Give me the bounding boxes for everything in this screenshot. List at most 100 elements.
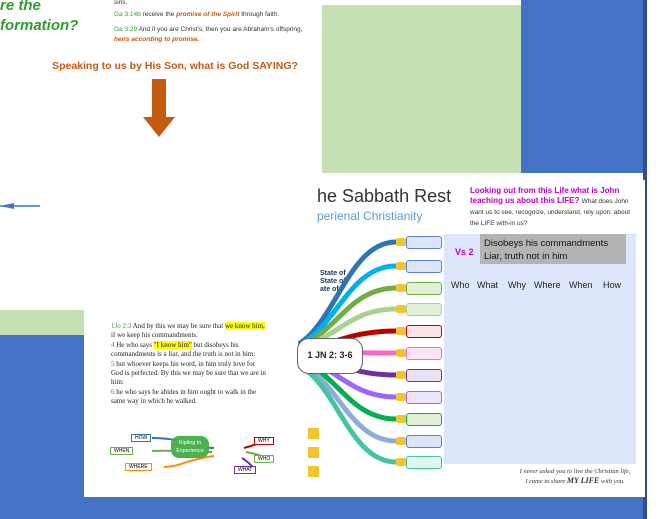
scripture-l3b: but disobeys his: [193, 340, 239, 349]
scripture-l9: same way in which he walked.: [111, 397, 197, 406]
sticky-note-icon: [308, 466, 319, 477]
branch-box-7[interactable]: [406, 369, 442, 382]
mini-node-when: WHEN: [110, 447, 134, 455]
state-line-2: State of: [320, 278, 346, 285]
note-icon: [396, 238, 406, 246]
branch-box-3[interactable]: [406, 282, 442, 295]
vs-text-2: Liar, truth not in him: [484, 251, 568, 262]
verse2-ref: Ga 3:29: [114, 26, 138, 33]
footer-line-2: I came to share MY LIFE with you.: [510, 476, 640, 486]
down-arrow-icon: [143, 79, 175, 137]
verse2-text: And if you are Christ's, then you are Ab…: [138, 26, 303, 33]
state-line-1: State of: [320, 270, 346, 277]
scripture-l3a: He who says: [116, 340, 153, 349]
questions-panel: [444, 234, 636, 464]
scripture-l4: commandments is a liar, and the truth is…: [111, 350, 256, 359]
mini-node-what: WHAT: [234, 466, 257, 474]
verse1-ref: Ga 3:14b: [114, 11, 141, 18]
note-icon: [396, 349, 406, 357]
branch-box-1[interactable]: [406, 236, 442, 249]
scripture-slide: 1Jo 2:3 And by this we may be sure that …: [84, 305, 298, 497]
scripture-text: 1Jo 2:3 And by this we may be sure that …: [111, 322, 296, 407]
mini-map-center: Kipling in Experience: [171, 436, 209, 458]
blue-panel-top-right: [521, 0, 643, 173]
note-icon: [396, 327, 406, 335]
footer-line-1: I never asked you to live the Christian …: [519, 468, 631, 475]
note-icon: [396, 284, 406, 292]
note-icon: [396, 437, 406, 445]
verse1-b: through faith.: [241, 11, 280, 18]
scripture-l2: if we keep his commandments.: [111, 331, 198, 340]
scripture-l8: 6 he who says he abides in him ought to …: [111, 388, 296, 397]
look-out-text: Looking out from this Life what is John …: [470, 186, 640, 229]
question-who: Who: [451, 280, 470, 290]
branch-box-8[interactable]: [406, 391, 442, 404]
branch-box-11[interactable]: [406, 456, 442, 469]
question-how: How: [603, 280, 622, 290]
vs-text-1: Disobeys his commandments: [484, 238, 609, 249]
vs-label: Vs 2: [455, 247, 474, 257]
verse-num-6: 6: [111, 387, 115, 396]
branch-box-9[interactable]: [406, 413, 442, 426]
state-lines: State of State of ate of: [320, 270, 346, 294]
scripture-l3: 4 He who says "I know him" but disobeys …: [111, 340, 296, 350]
question-what: What: [477, 280, 499, 290]
verse-num-4: 4: [111, 340, 115, 349]
question-why: Why: [508, 280, 526, 290]
mini-node-where: WHERE: [125, 463, 152, 471]
look-title: Looking out from this Life what is John …: [470, 186, 620, 205]
verse1-a: receive the: [142, 11, 175, 18]
verse2-emph: heirs according to promise.: [114, 36, 200, 43]
mini-node-who: WHO: [254, 455, 275, 463]
question-where: Where: [534, 280, 561, 290]
central-node[interactable]: 1 JN 2: 3-6: [297, 338, 363, 374]
blue-panel-edge: [643, 173, 647, 519]
green-panel-top-right: [322, 5, 521, 173]
verse-num-5: 5: [111, 359, 115, 368]
note-icon: [396, 371, 406, 379]
scripture-l5-text: but whoever keeps his word, in him truly…: [116, 359, 256, 368]
verse-line0: sins.: [114, 0, 128, 6]
slide-subtitle: perienal Christianity: [317, 209, 423, 223]
green-panel-left: [0, 310, 96, 335]
look-body: What does John want us to see, recognize…: [470, 198, 631, 227]
mini-node-why: WHY: [254, 437, 274, 445]
footer-2c: with you.: [600, 478, 625, 485]
note-icon: [396, 262, 406, 270]
note-icon: [396, 458, 406, 466]
slide-shadow-top-right: [643, 0, 647, 173]
scripture-l5: 5 but whoever keeps his word, in him tru…: [111, 360, 296, 369]
verse-line1: Ga 3:14b receive the promise of the Spir…: [114, 10, 319, 20]
footer-2a: I came to share: [525, 478, 566, 485]
scripture-l1hl: we know him,: [224, 322, 265, 330]
scripture-ref: 1Jo 2:3: [111, 322, 132, 330]
arrow-head-icon: [0, 203, 40, 209]
branch-box-4[interactable]: [406, 303, 442, 316]
scripture-l1a: And by this we may be sure that: [132, 322, 224, 330]
scripture-l6: God is perfected. By this we may be sure…: [111, 369, 266, 378]
footer-quote: I never asked you to live the Christian …: [510, 467, 640, 486]
footer-2b: MY LIFE: [566, 476, 600, 485]
vs-note: Disobeys his commandments Liar, truth no…: [480, 234, 626, 264]
note-icon: [396, 393, 406, 401]
verse1-emph: promise of the Spirit: [176, 11, 240, 18]
scripture-l8-text: he who says he abides in him ought to wa…: [116, 387, 257, 396]
branch-box-10[interactable]: [406, 435, 442, 448]
branch-box-6[interactable]: [406, 347, 442, 360]
state-line-3: ate of: [320, 286, 339, 293]
slide-title: he Sabbath Rest: [317, 186, 452, 206]
verse-block: sins. Ga 3:14b receive the promise of th…: [114, 0, 319, 45]
heading-fragment: re the formation?: [0, 0, 79, 34]
scripture-l7: him:: [111, 378, 124, 387]
god-saying-question: Speaking to us by His Son, what is God S…: [52, 60, 298, 72]
scripture-l1: 1Jo 2:3 And by this we may be sure that …: [111, 322, 296, 331]
branch-box-2[interactable]: [406, 260, 442, 273]
question-when: When: [569, 280, 593, 290]
note-icon: [396, 305, 406, 313]
sticky-note-icon: [308, 428, 319, 439]
mini-node-how: HOW: [131, 434, 152, 442]
verse-line2: Ga 3:29 And if you are Christ's, then yo…: [114, 25, 319, 35]
branch-box-5[interactable]: [406, 325, 442, 338]
scripture-l3hl: "I know him": [153, 340, 192, 349]
sticky-note-icon: [308, 447, 319, 458]
